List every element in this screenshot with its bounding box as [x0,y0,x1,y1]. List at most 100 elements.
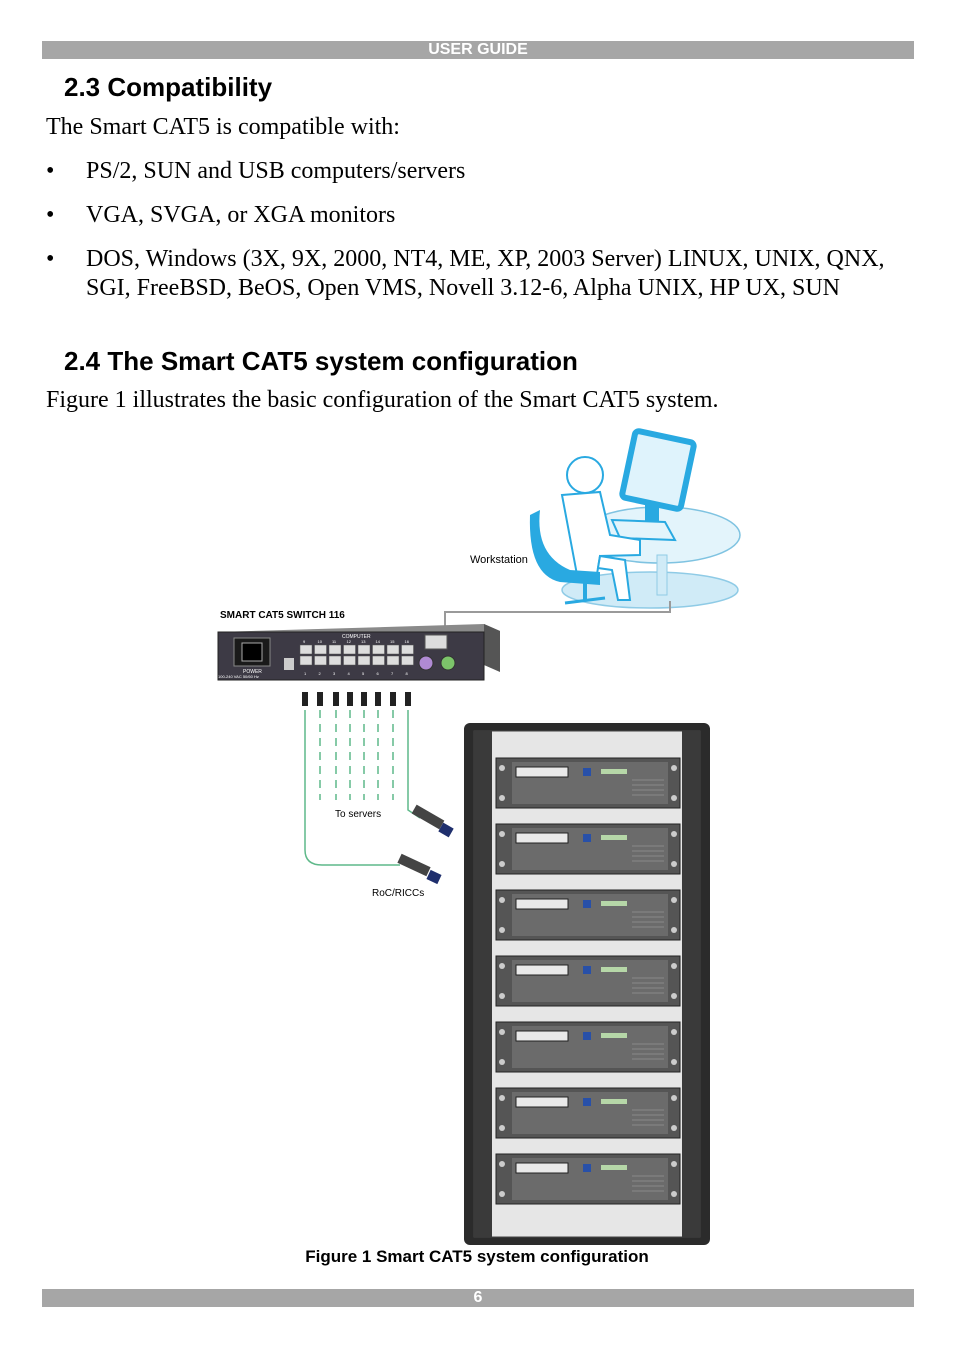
display-panel [601,967,627,972]
port-lower [328,655,342,666]
server-unit [495,1153,681,1205]
rack-screw [671,993,677,999]
rack-screw [499,993,505,999]
port-number-top: 12 [347,639,352,644]
servers-label: To servers [335,809,381,820]
port-number-bottom: 2 [319,671,322,676]
rack-screw [499,1059,505,1065]
port-number-top: 13 [361,639,366,644]
port-lower [343,655,356,666]
server-unit [495,823,681,875]
list-item-text: VGA, SVGA, or XGA monitors [86,202,396,228]
bullet-icon: • [46,158,55,184]
workstation-label: Workstation [470,554,528,566]
cable-plug [302,692,308,706]
display-panel [601,1099,627,1104]
display-panel [601,769,627,774]
page-number: 6 [473,1289,483,1306]
port-upper [314,644,327,655]
port-lower [357,655,371,666]
port-number-top: 16 [405,639,410,644]
section-heading-compatibility: 2.3 Compatibility [64,72,273,102]
rack-screw [671,861,677,867]
status-light [583,900,591,908]
display-panel [601,835,627,840]
list-item-text: PS/2, SUN and USB computers/servers [86,158,466,184]
list-item-text: DOS, Windows (3X, 9X, 2000, NT4, ME, XP,… [86,246,885,301]
rack-screw [499,861,505,867]
rack-screw [671,897,677,903]
configuration-intro: Figure 1 illustrates the basic configura… [46,387,719,413]
rack-screw [499,1095,505,1101]
rack-screw [671,1191,677,1197]
drive-bay [515,1162,569,1174]
cable-plug [317,692,323,706]
rack-screw [499,831,505,837]
port-lower [401,655,414,666]
status-light [583,834,591,842]
display-panel [601,1165,627,1170]
ricc-connector [397,853,442,885]
server-units [495,757,681,1205]
port-number-bottom: 3 [333,671,336,676]
ricc-label: RoC/RICCs [372,888,424,899]
rack-screw [671,795,677,801]
switch-title: SMART CAT5 SWITCH 116 [220,610,345,621]
cable-plug [375,692,381,706]
rack-screw [671,1059,677,1065]
port-number-bottom: 1 [304,671,307,676]
rack-screw [499,1191,505,1197]
server-unit [495,955,681,1007]
port-upper [372,644,385,655]
server-unit [495,1021,681,1073]
section-heading-configuration: 2.4 The Smart CAT5 system configuration [64,346,578,376]
cable-plug [390,692,396,706]
status-light [583,966,591,974]
status-light [583,1098,591,1106]
port-upper [357,644,371,655]
workstation-cable [444,601,671,630]
drive-bay [515,1096,569,1108]
port-number-top: 14 [376,639,381,644]
bullet-icon: • [46,246,55,272]
port-upper [328,644,342,655]
port-upper [386,644,400,655]
port-number-top: 9 [303,639,306,644]
drive-bay [515,1030,569,1042]
header-bar: USER GUIDE [42,41,914,59]
port-number-top: 11 [332,639,337,644]
server-cables [302,692,411,800]
status-light [583,768,591,776]
footer-bar: 6 [42,1289,914,1307]
cable-plug [405,692,411,706]
port-number-bottom: 6 [377,671,380,676]
rack-screw [499,897,505,903]
server-unit [495,757,681,809]
port-lower [386,655,400,666]
rack-screw [671,765,677,771]
server-unit [495,1087,681,1139]
rack-screw [671,927,677,933]
port-number-top: 15 [390,639,395,644]
rack-screw [499,963,505,969]
port-lower [372,655,385,666]
rack-screw [499,1029,505,1035]
rack-screw [499,1125,505,1131]
rack-screw [671,1029,677,1035]
drive-bay [515,898,569,910]
rack-screw [671,963,677,969]
header-title: USER GUIDE [428,41,528,58]
port-number-bottom: 4 [348,671,351,676]
server-connector [411,804,454,838]
rack-screw [499,1161,505,1167]
workstation-illustration [529,428,741,609]
port-lower [299,655,313,666]
server-rack [464,723,710,1245]
status-light [583,1032,591,1040]
port-upper [401,644,414,655]
compatibility-intro: The Smart CAT5 is compatible with: [46,114,400,140]
display-panel [601,901,627,906]
cable-plug [361,692,367,706]
